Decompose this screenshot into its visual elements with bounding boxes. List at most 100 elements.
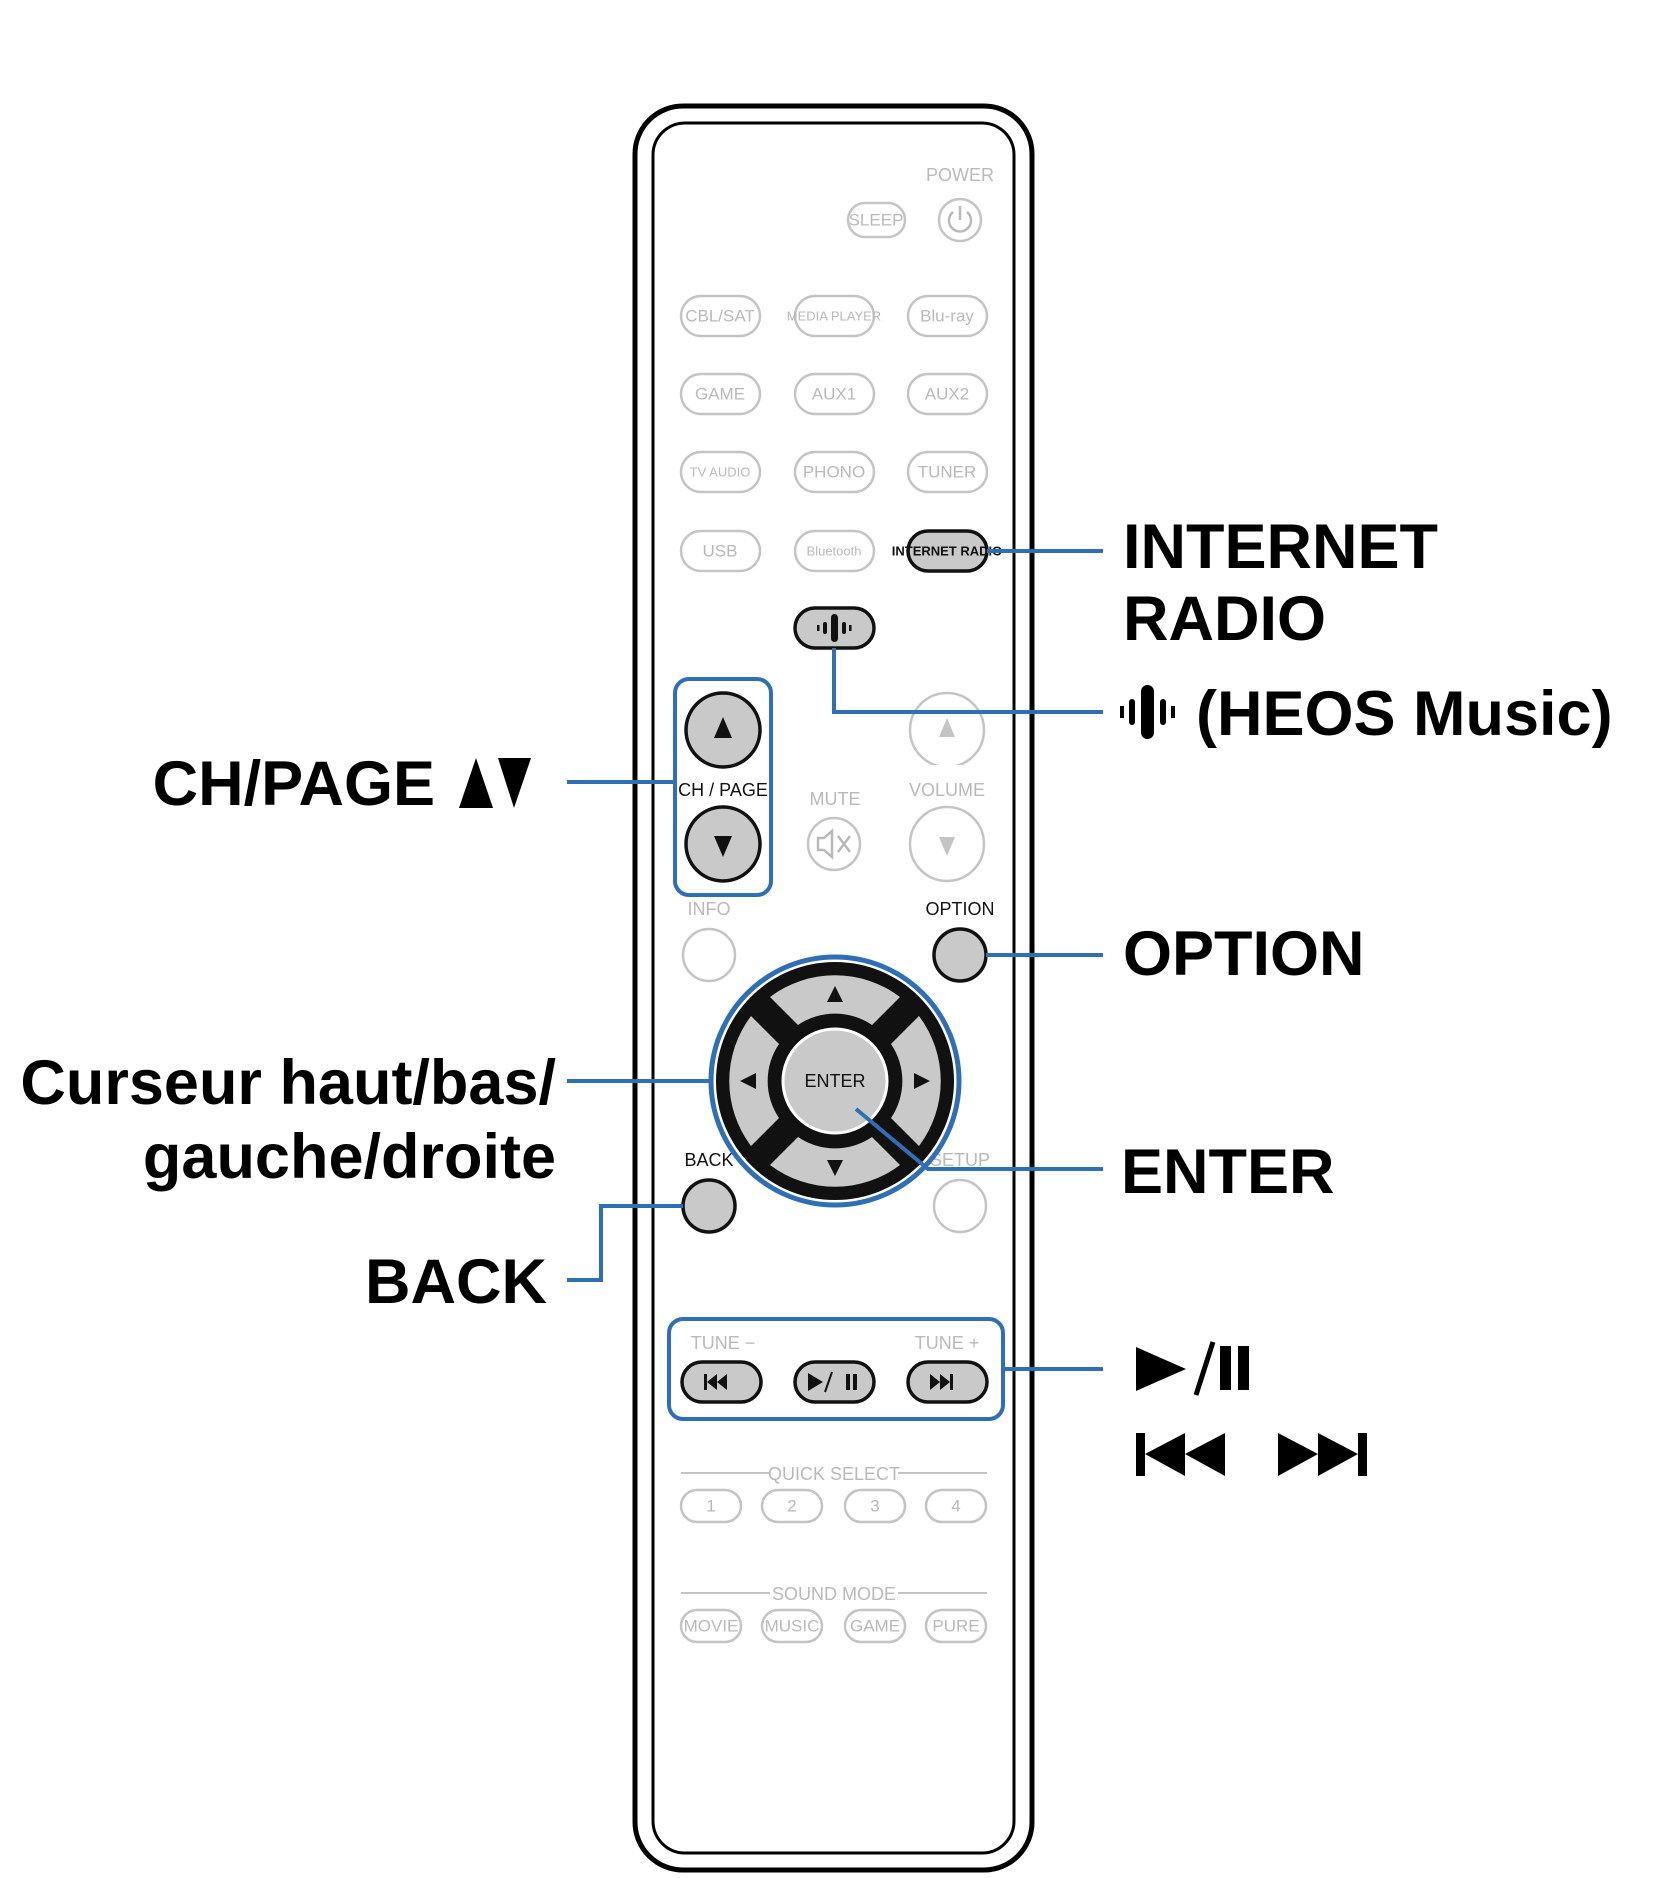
volume-down-button[interactable] bbox=[908, 805, 986, 883]
power-button[interactable] bbox=[937, 197, 983, 243]
option-button[interactable] bbox=[932, 927, 988, 983]
callout-heos-music: (HEOS Music) bbox=[1196, 679, 1613, 749]
ch-page-arrows-icon bbox=[459, 758, 531, 808]
back-button[interactable] bbox=[681, 1178, 737, 1234]
tune-minus-label: TUNE − bbox=[691, 1333, 756, 1353]
source-media-player-button[interactable]: MEDIA PLAYER bbox=[787, 294, 881, 338]
ch-page-down-button[interactable] bbox=[684, 805, 762, 883]
sound-mode-game-button[interactable]: GAME bbox=[843, 1608, 907, 1644]
volume-label-backdrop bbox=[918, 765, 976, 811]
sound-mode-label: MUSIC bbox=[765, 1617, 820, 1636]
heos-icon bbox=[817, 614, 852, 642]
play-pause-callout-icon bbox=[1136, 1341, 1249, 1396]
mute-icon bbox=[816, 828, 851, 860]
source-aux2-button[interactable]: AUX2 bbox=[906, 372, 989, 416]
source-game-button[interactable]: GAME bbox=[679, 372, 762, 416]
sound-mode-section: SOUND MODE bbox=[681, 1584, 987, 1604]
heos-music-button[interactable] bbox=[793, 606, 876, 650]
source-aux1-button[interactable]: AUX1 bbox=[793, 372, 876, 416]
source-tuner-button[interactable]: TUNER bbox=[906, 450, 989, 494]
tune-plus-label: TUNE + bbox=[915, 1333, 980, 1353]
callout-ch-page: CH/PAGE bbox=[153, 749, 435, 819]
power-label: POWER bbox=[926, 165, 994, 185]
callout-internet-radio-line2: RADIO bbox=[1123, 584, 1326, 654]
source-usb-button[interactable]: USB bbox=[679, 529, 762, 573]
play-pause-button[interactable] bbox=[793, 1360, 876, 1404]
ch-page-label: CH / PAGE bbox=[678, 780, 768, 800]
source-cbl-sat-button[interactable]: CBL/SAT bbox=[679, 294, 762, 338]
sound-mode-music-button[interactable]: MUSIC bbox=[760, 1608, 824, 1644]
setup-button[interactable] bbox=[932, 1178, 988, 1234]
sleep-button[interactable]: SLEEP bbox=[846, 201, 907, 239]
quick-select-number: 4 bbox=[951, 1497, 960, 1516]
sound-mode-label: PURE bbox=[932, 1617, 979, 1636]
setup-label: SETUP bbox=[930, 1150, 990, 1170]
mute-label: MUTE bbox=[810, 789, 861, 809]
quick-select-3-button[interactable]: 3 bbox=[843, 1488, 907, 1524]
info-label: INFO bbox=[688, 899, 731, 919]
power-icon bbox=[947, 206, 973, 233]
source-bluetooth-button[interactable]: Bluetooth bbox=[793, 529, 876, 573]
option-label: OPTION bbox=[925, 899, 994, 919]
enter-button[interactable]: ENTER bbox=[781, 1027, 889, 1135]
up-arrow-icon bbox=[939, 718, 955, 737]
leader-lines bbox=[567, 549, 1103, 1371]
info-button[interactable] bbox=[681, 927, 737, 983]
source-label: GAME bbox=[695, 385, 745, 404]
ch-page-highlight bbox=[673, 677, 773, 897]
up-arrow-icon bbox=[714, 717, 732, 738]
callout-option: OPTION bbox=[1123, 919, 1365, 989]
quick-select-2-button[interactable]: 2 bbox=[760, 1488, 824, 1524]
source-label: MEDIA PLAYER bbox=[787, 309, 881, 324]
source-label: PHONO bbox=[803, 463, 865, 482]
back-label: BACK bbox=[684, 1150, 733, 1170]
source-label: AUX2 bbox=[925, 385, 969, 404]
heos-callout-icon bbox=[1120, 685, 1175, 739]
up-arrow-icon bbox=[827, 986, 843, 1002]
source-tv-audio-button[interactable]: TV AUDIO bbox=[679, 450, 762, 494]
source-bluray-button[interactable]: Blu-ray bbox=[906, 294, 989, 338]
quick-select-number: 1 bbox=[706, 1497, 715, 1516]
down-arrow-icon bbox=[939, 837, 955, 856]
play-pause-icon bbox=[808, 1371, 857, 1393]
callout-internet-radio-line1: INTERNET bbox=[1123, 512, 1438, 582]
source-label: Bluetooth bbox=[807, 544, 862, 559]
sound-mode-movie-button[interactable]: MOVIE bbox=[679, 1608, 743, 1644]
left-arrow-icon bbox=[740, 1073, 756, 1089]
source-label: Blu-ray bbox=[920, 307, 974, 326]
volume-up-button[interactable] bbox=[908, 691, 986, 769]
quick-select-section: QUICK SELECT bbox=[681, 1464, 987, 1484]
source-label: TV AUDIO bbox=[690, 465, 751, 480]
source-label: TUNER bbox=[918, 463, 977, 482]
internet-radio-label: INTERNET RADIO bbox=[892, 544, 1003, 559]
previous-track-button[interactable] bbox=[680, 1360, 763, 1404]
callout-back: BACK bbox=[365, 1247, 547, 1317]
quick-select-number: 2 bbox=[787, 1497, 796, 1516]
callout-enter: ENTER bbox=[1121, 1137, 1335, 1207]
sound-mode-pure-button[interactable]: PURE bbox=[924, 1608, 988, 1644]
quick-select-4-button[interactable]: 4 bbox=[924, 1488, 988, 1524]
skip-callout-icon bbox=[1136, 1433, 1367, 1476]
ch-page-up-button[interactable] bbox=[684, 691, 762, 769]
quick-select-1-button[interactable]: 1 bbox=[679, 1488, 743, 1524]
next-track-button[interactable] bbox=[906, 1360, 989, 1404]
right-arrow-icon bbox=[914, 1073, 930, 1089]
callout-cursor-line1: Curseur haut/bas/ bbox=[20, 1048, 556, 1118]
internet-radio-button[interactable]: INTERNET RADIO bbox=[892, 529, 1003, 573]
callout-cursor-line2: gauche/droite bbox=[143, 1122, 556, 1192]
down-arrow-icon bbox=[714, 836, 732, 857]
volume-label: VOLUME bbox=[909, 780, 985, 800]
enter-label: ENTER bbox=[804, 1071, 865, 1091]
mute-button[interactable] bbox=[806, 816, 862, 872]
sound-mode-label: SOUND MODE bbox=[772, 1584, 896, 1604]
sleep-label: SLEEP bbox=[849, 211, 904, 230]
quick-select-label: QUICK SELECT bbox=[768, 1464, 900, 1484]
down-arrow-icon bbox=[827, 1160, 843, 1176]
source-phono-button[interactable]: PHONO bbox=[793, 450, 876, 494]
source-label: USB bbox=[703, 542, 738, 561]
source-label: AUX1 bbox=[812, 385, 856, 404]
sound-mode-label: MOVIE bbox=[684, 1617, 739, 1636]
previous-track-icon bbox=[704, 1374, 727, 1390]
next-track-icon bbox=[930, 1374, 953, 1390]
sound-mode-label: GAME bbox=[850, 1617, 900, 1636]
